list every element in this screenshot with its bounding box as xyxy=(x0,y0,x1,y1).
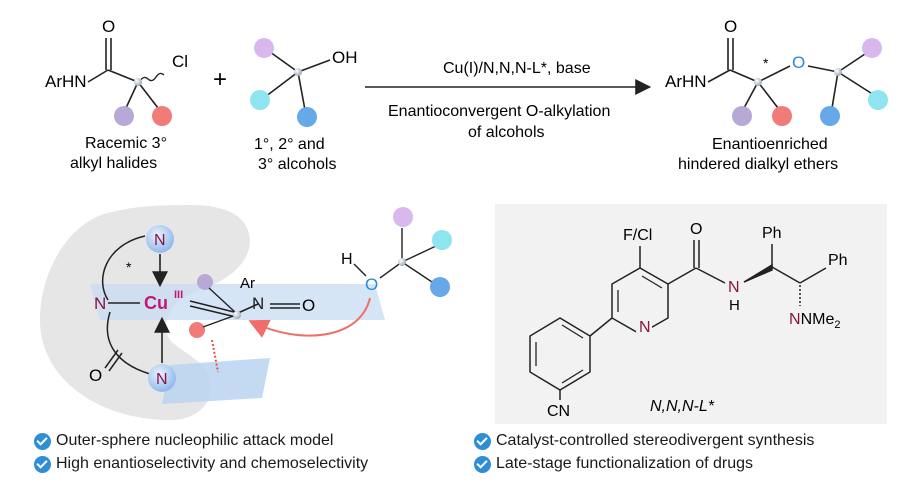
isocyanate-o: O xyxy=(302,296,315,315)
mech-substituent-salmon xyxy=(189,322,205,338)
aryl-label: Ar xyxy=(240,275,255,292)
arhn-label: ArHN xyxy=(45,72,87,91)
mech-alcohol-lightpurple xyxy=(393,207,413,227)
coordination-plane xyxy=(90,284,385,320)
reactant1-caption-line2: alkyl halides xyxy=(70,155,157,172)
conditions-below-line2: of alcohols xyxy=(468,124,545,141)
dimethylamino-label: NNMe2 xyxy=(789,311,840,331)
amide-n-label-ligand: N xyxy=(728,279,740,296)
alcohol-h-label: H xyxy=(341,251,353,268)
nitrile-label: CN xyxy=(547,403,570,420)
substituent-purple xyxy=(114,106,134,126)
feature-item: Late-stage functionalization of drugs xyxy=(474,455,753,473)
conditions-below-line1: Enantioconvergent O-alkylation xyxy=(388,103,610,120)
ligand-caption: N,N,N-L* xyxy=(650,398,715,415)
phenyl-1-label: Ph xyxy=(762,225,782,242)
check-icon xyxy=(474,432,491,450)
product-substituent-lightpurple xyxy=(862,38,882,58)
hydroxyl-label: OH xyxy=(332,48,358,67)
plus-sign: + xyxy=(213,66,227,93)
mech-carbinol-node xyxy=(398,258,406,266)
check-icon xyxy=(34,455,51,473)
product-carbonyl-o: O xyxy=(724,17,737,36)
product-alkoxy-node xyxy=(834,68,842,76)
ligand-panel-bg xyxy=(495,204,887,424)
product-substituent-cyan xyxy=(868,90,888,110)
carbinol-node xyxy=(294,68,302,76)
ligand-plane xyxy=(162,358,270,404)
reactant2-caption-line1: 1°, 2° and xyxy=(254,136,325,153)
mech-carbonyl-o: O xyxy=(89,366,102,385)
feature-item: Catalyst-controlled stereodivergent synt… xyxy=(474,432,814,450)
chloride-label: Cl xyxy=(172,52,188,71)
n-ligand-top xyxy=(146,225,174,253)
product-caption-line1: Enantioenriched xyxy=(712,136,828,153)
reactant2-caption-line2: 3° alcohols xyxy=(258,156,336,173)
backbone-arc-top xyxy=(101,235,146,301)
mech-star: * xyxy=(126,259,132,275)
product-stereo-star: * xyxy=(763,55,769,71)
conditions-above: Cu(I)/N,N,N-L*, base xyxy=(443,60,591,77)
feature-text: Late-stage functionalization of drugs xyxy=(496,455,754,472)
reactant1-caption-line1: Racemic 3° xyxy=(85,135,167,152)
pyridine-n-label: N xyxy=(639,319,651,336)
product-stereocenter xyxy=(754,78,762,86)
mechanism-model: O * N N Cu III N N Ar O H O xyxy=(40,205,452,420)
nucleophilic-attack-arrow xyxy=(248,297,371,338)
ether-oxygen: O xyxy=(792,53,805,72)
carbonyl-o: O xyxy=(102,17,115,36)
n-ligand-bottom-label: N xyxy=(156,371,168,388)
substituent-blue xyxy=(297,107,317,127)
mech-radical-carbon xyxy=(233,311,241,319)
dashed-wedge xyxy=(211,339,219,373)
wavy-bond xyxy=(139,72,165,82)
n-ligand-bottom xyxy=(148,364,176,392)
substituent-salmon xyxy=(152,106,172,126)
ligand-panel: CN N F/Cl O N H Ph Ph NNMe2 N,N,N-L* xyxy=(495,204,887,424)
mech-substituent-purple xyxy=(197,274,213,290)
alcohol-o-label: O xyxy=(365,275,378,294)
check-icon xyxy=(474,455,491,473)
mech-alcohol-cyan xyxy=(432,230,452,250)
stereocenter-node xyxy=(134,78,142,86)
check-icon xyxy=(34,432,51,450)
feature-text: Catalyst-controlled stereodivergent synt… xyxy=(496,432,815,449)
backbone-arc-bottom xyxy=(106,311,151,375)
product-caption-line2: hindered dialkyl ethers xyxy=(678,156,838,173)
product-ether: ArHN O * O Enantioenriched hindered dial… xyxy=(665,17,888,173)
n-ligand-left-label: N xyxy=(94,294,106,313)
feature-item: High enantioselectivity and chemoselecti… xyxy=(34,455,368,473)
reactant-alkyl-halide: ArHN O Cl Racemic 3° alkyl halides xyxy=(45,17,188,172)
product-substituent-blue xyxy=(820,106,840,126)
feature-item: Outer-sphere nucleophilic attack model xyxy=(34,432,333,450)
amide-h-label: H xyxy=(729,297,740,314)
halogen-label: F/Cl xyxy=(623,227,652,244)
n-ligand-top-label: N xyxy=(154,232,166,249)
substituent-cyan xyxy=(250,90,270,110)
mech-alcohol-blue xyxy=(430,277,450,297)
product-substituent-purple xyxy=(732,106,752,126)
amide-n-label: N xyxy=(252,294,264,313)
product-arhn-label: ArHN xyxy=(665,72,707,91)
feature-text: Outer-sphere nucleophilic attack model xyxy=(56,432,334,449)
reactant-alcohol: OH 1°, 2° and 3° alcohols xyxy=(250,38,358,173)
amide-o-label: O xyxy=(690,221,702,238)
phenyl-2-label: Ph xyxy=(828,252,848,269)
product-substituent-salmon xyxy=(772,106,792,126)
substituent-lightpurple xyxy=(254,38,274,58)
reaction-arrow: Cu(I)/N,N,N-L*, base Enantioconvergent O… xyxy=(365,60,652,141)
feature-text: High enantioselectivity and chemoselecti… xyxy=(56,455,369,472)
copper-oxidation-state: III xyxy=(174,289,183,301)
copper-center: Cu xyxy=(144,293,168,313)
